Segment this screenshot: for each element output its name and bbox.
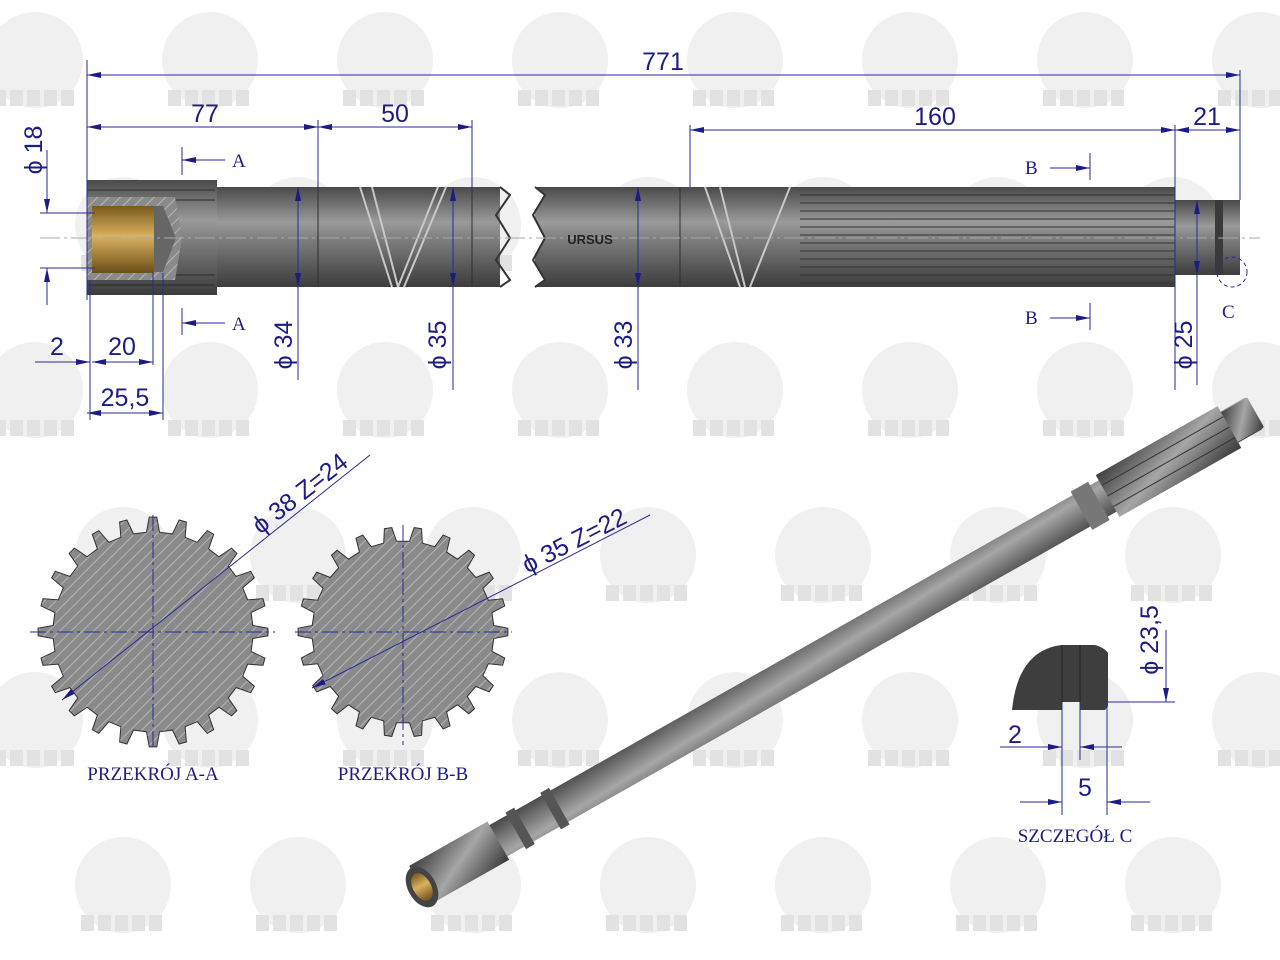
section-mark-a-top: A — [232, 151, 246, 172]
section-mark-a-bottom: A — [232, 314, 246, 335]
ursus-watermark-logo — [75, 837, 171, 933]
ursus-watermark-logo — [687, 12, 783, 108]
dim-50: 50 — [381, 100, 409, 128]
ursus-watermark-logo — [862, 672, 958, 768]
dim-overall-length: 771 — [642, 48, 684, 76]
ursus-watermark-logo — [1037, 12, 1133, 108]
ursus-watermark-logo — [1212, 672, 1280, 768]
ursus-watermark-logo — [687, 342, 783, 438]
bronze-bushing — [92, 206, 154, 273]
detail-c-dia: ϕ 23,5 — [1136, 605, 1164, 675]
dimension-lines — [35, 60, 1248, 420]
dim-dia-34: ϕ 34 — [270, 321, 298, 370]
ursus-watermark-logo — [512, 12, 608, 108]
ursus-watermark-logo — [600, 507, 696, 603]
ursus-watermark-logo — [862, 12, 958, 108]
section-b-label: PRZEKRÓJ B-B — [338, 763, 468, 785]
dimension-labels: 771 77 50 160 21 ϕ 18 ϕ 34 ϕ 35 ϕ 33 ϕ 2… — [20, 48, 1235, 412]
detail-c: ϕ 23,5 2 5 SZCZEGÓŁ C — [1000, 605, 1175, 847]
detail-mark-c: C — [1222, 302, 1235, 323]
ursus-watermark-logo — [775, 507, 871, 603]
ursus-watermark-logo — [250, 837, 346, 933]
ursus-watermark-logo — [337, 342, 433, 438]
ursus-watermark-logo — [950, 837, 1046, 933]
detail-c-dim-2: 2 — [1008, 721, 1022, 749]
ursus-watermark-logo — [162, 342, 258, 438]
dim-77: 77 — [191, 100, 219, 128]
ursus-watermark-logo — [512, 672, 608, 768]
dim-160: 160 — [914, 103, 956, 131]
ursus-watermark-logo — [0, 342, 83, 438]
ursus-watermark-logo — [1037, 342, 1133, 438]
section-mark-b-top: B — [1025, 158, 1038, 179]
ursus-watermark-logo — [1125, 507, 1221, 603]
section-a-label: PRZEKRÓJ A-A — [87, 763, 219, 785]
detail-c-dim-5: 5 — [1078, 774, 1092, 802]
ursus-watermark-logo — [337, 12, 433, 108]
dim-25-5: 25,5 — [101, 384, 150, 412]
dim-20: 20 — [108, 333, 136, 361]
detail-c-label: SZCZEGÓŁ C — [1018, 825, 1133, 847]
ursus-watermark-logo — [162, 12, 258, 108]
dim-2: 2 — [50, 333, 64, 361]
ursus-watermark-logo — [1125, 837, 1221, 933]
ursus-watermark-logo — [0, 12, 83, 108]
dim-dia-18: ϕ 18 — [20, 126, 48, 175]
section-mark-b-bottom: B — [1025, 308, 1038, 329]
ursus-watermark-logo — [862, 342, 958, 438]
shaft-logo: URSUS — [567, 232, 613, 247]
shaft-side-view: URSUS — [40, 180, 1260, 295]
dim-dia-35: ϕ 35 — [424, 321, 452, 370]
shaft-3d-view — [405, 397, 1264, 908]
ursus-watermark-logo — [1212, 12, 1280, 108]
ursus-watermark-logo — [775, 837, 871, 933]
helical-groove — [359, 186, 447, 288]
dim-dia-25: ϕ 25 — [1170, 321, 1198, 370]
dim-dia-33: ϕ 33 — [610, 321, 638, 370]
groove-profile — [1012, 645, 1108, 710]
ursus-watermark-logo — [512, 342, 608, 438]
dim-21: 21 — [1193, 103, 1221, 131]
ursus-watermark-logo — [600, 837, 696, 933]
